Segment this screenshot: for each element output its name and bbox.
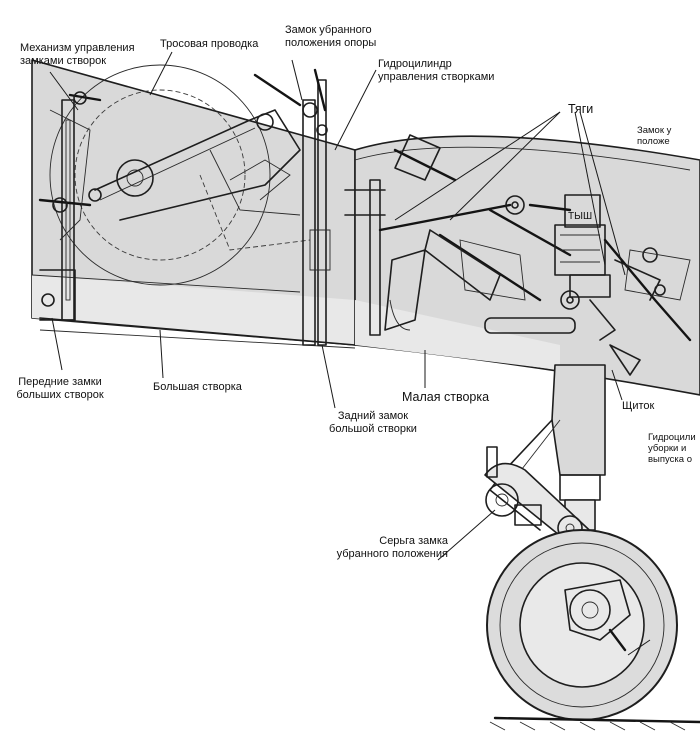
right-side-linkage — [603, 238, 692, 376]
label-right-lock: Замок у положе — [637, 125, 672, 147]
label-front-locks: Передние замки больших створок — [16, 376, 104, 401]
label-door-lock-mechanism: Механизм управления замками створок — [20, 42, 135, 67]
label-small-door: Малая створка — [402, 390, 490, 404]
door-lock-mechanism — [38, 91, 102, 321]
small-door — [354, 135, 700, 396]
label-earring: Серьга замка убранного положения — [336, 535, 448, 560]
part-stamp: ТЫШ — [568, 211, 592, 222]
retract-actuator-block — [528, 194, 616, 341]
retraction-rods — [378, 195, 580, 334]
cable-wiring — [88, 109, 311, 251]
label-door-cylinder: Гидроцилиндр управления створками — [378, 58, 495, 83]
ground — [489, 716, 700, 731]
label-retract-cylinder: Гидроцили уборки и выпуска о — [648, 432, 696, 465]
label-shield: Щиток — [622, 400, 655, 412]
leader-lines — [49, 51, 651, 656]
label-rods: Тяги — [568, 102, 594, 116]
label-big-door: Большая створка — [153, 381, 242, 393]
door-hydraulic-cylinder — [344, 134, 457, 336]
label-rear-lock: Задний замок большой створки — [329, 410, 417, 435]
label-retracted-lock: Замок убранного положения опоры — [285, 24, 377, 49]
label-cable-wiring: Тросовая проводка — [160, 38, 259, 50]
wheel-well-circle — [49, 64, 271, 286]
main-wheel — [486, 529, 678, 721]
rear-lock-strut — [253, 68, 331, 346]
